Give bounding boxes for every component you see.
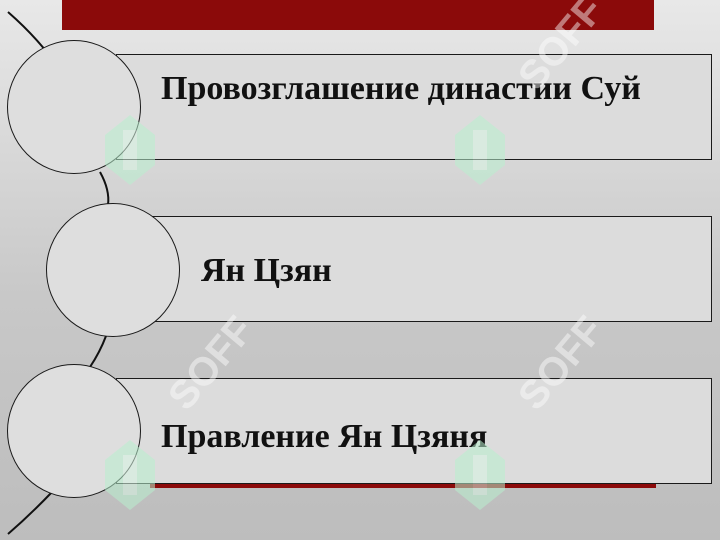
bullet-circle xyxy=(7,364,141,498)
bullet-circle xyxy=(46,203,180,337)
top-accent-bar xyxy=(62,0,654,30)
bullet-circle xyxy=(7,40,141,174)
bottom-accent-strip xyxy=(150,484,656,488)
item-label-reign: Правление Ян Цзяня xyxy=(161,418,488,455)
item-label-proclamation: Провозглашение династии Суй xyxy=(161,70,641,107)
item-box-proclamation: Провозглашение династии Суй xyxy=(116,54,712,160)
item-label-yang-jian: Ян Цзян xyxy=(201,252,332,289)
item-box-yang-jian: Ян Цзян xyxy=(116,216,712,322)
item-box-reign: Правление Ян Цзяня xyxy=(116,378,712,484)
